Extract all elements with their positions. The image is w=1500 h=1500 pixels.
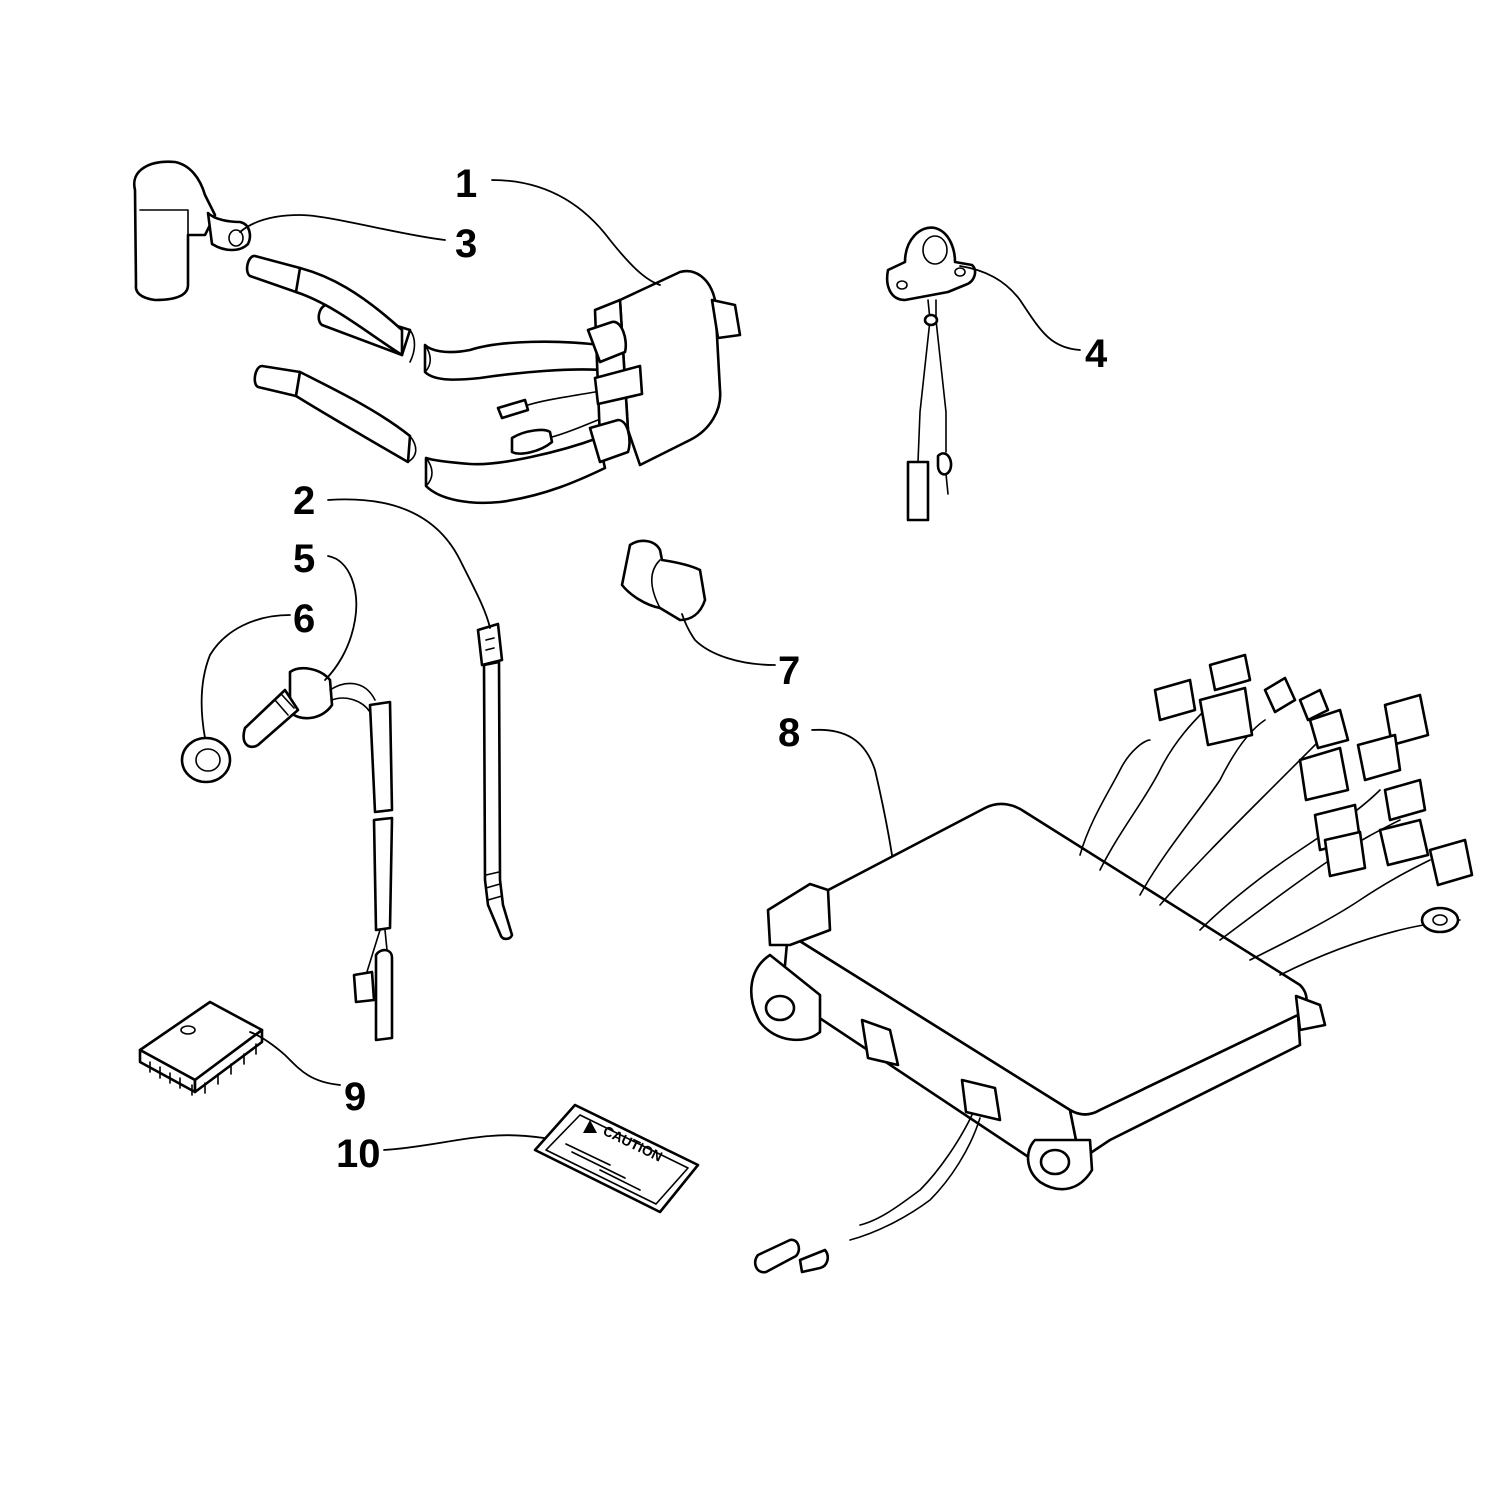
leader-4: [959, 265, 1081, 351]
callout-10: 10: [336, 1132, 381, 1176]
cable-tie-part: [476, 622, 514, 941]
leader-8: [811, 728, 893, 856]
leader-3: [239, 214, 446, 241]
cdi-module-part: [749, 653, 1474, 1274]
caution-decal-part: CAUTION: [533, 1103, 700, 1214]
leader-6: [200, 614, 291, 739]
leader-lines: [200, 179, 1081, 1151]
leader-5: [324, 555, 358, 681]
callout-labels: 1 2 3 4 5 6 7 8 9 10: [293, 162, 1108, 1176]
leader-9: [249, 1031, 341, 1086]
callout-1: 1: [455, 162, 477, 206]
callout-6: 6: [293, 597, 315, 641]
sensor-bracket-part: [885, 226, 977, 522]
clamp-part: [620, 539, 707, 622]
leader-7: [681, 613, 776, 666]
callout-4: 4: [1085, 332, 1108, 376]
callout-9: 9: [344, 1075, 366, 1119]
callout-3: 3: [455, 222, 477, 266]
leader-2: [327, 498, 491, 629]
callout-5: 5: [293, 537, 315, 581]
callout-2: 2: [293, 479, 315, 523]
temperature-sensor-part: [180, 666, 394, 1042]
ignition-coil-part: [132, 160, 742, 505]
chip-part: [138, 1000, 264, 1096]
leader-1: [491, 179, 661, 286]
leader-10: [383, 1134, 545, 1151]
callout-8: 8: [778, 711, 800, 755]
callout-7: 7: [778, 649, 800, 693]
